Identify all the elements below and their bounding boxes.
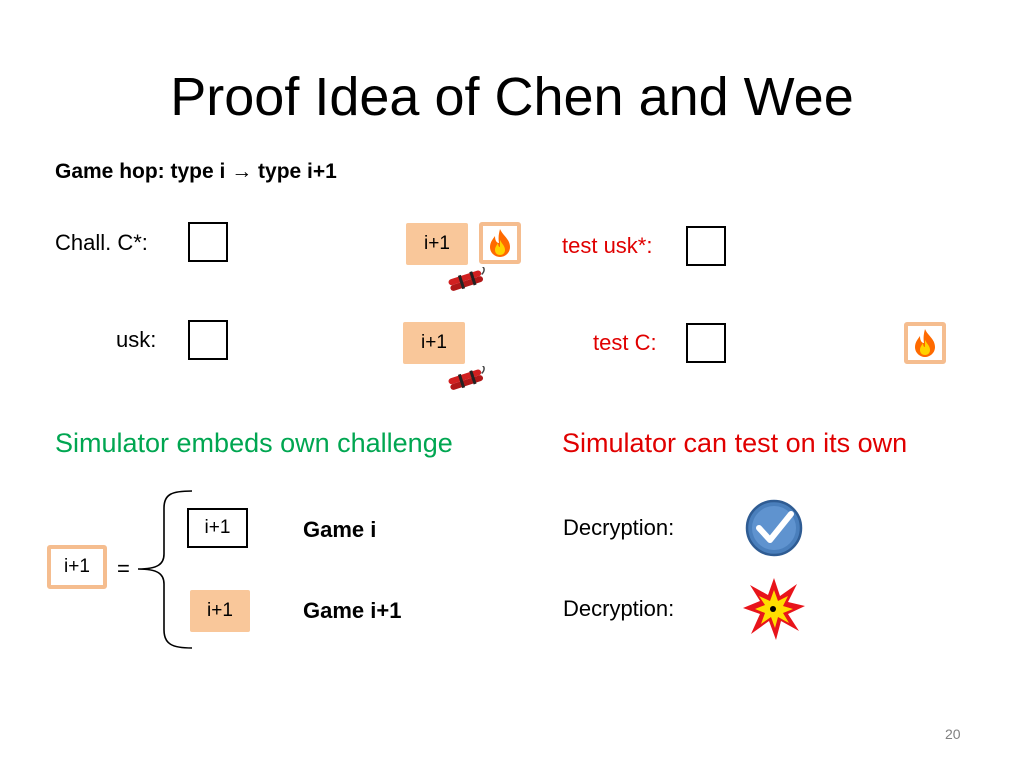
eq-sign: =: [117, 556, 130, 581]
game-i-tag: i+1: [187, 508, 248, 548]
usk-empty-box: [188, 320, 228, 360]
slide-title: Proof Idea of Chen and Wee: [170, 67, 854, 127]
page-number: 20: [945, 726, 961, 742]
curly-brace: [137, 490, 193, 649]
left-section-heading: Simulator embeds own challenge: [55, 428, 453, 458]
dynamite-icon: [448, 267, 485, 291]
right-section-heading: Simulator can test on its own: [562, 428, 908, 458]
test-c-label: test C:: [593, 330, 657, 355]
fire-icon: [490, 229, 510, 257]
fire-frame-1: [479, 222, 521, 264]
test-usk-label: test usk*:: [562, 233, 653, 258]
chall-tag: i+1: [406, 223, 468, 265]
game-i-label: Game i: [303, 517, 377, 542]
fire-icon: [915, 329, 935, 357]
test-usk-empty-box: [686, 226, 726, 266]
game-i1-label: Game i+1: [303, 598, 402, 623]
chall-label: Chall. C*:: [55, 230, 148, 255]
slide-subtitle: Game hop: type i → type i+1: [55, 160, 337, 183]
game-i1-tag: i+1: [190, 590, 250, 632]
usk-label: usk:: [116, 327, 157, 352]
explosion-icon: [743, 578, 805, 640]
decryption-label-2: Decryption:: [563, 596, 675, 621]
decryption-label-1: Decryption:: [563, 515, 675, 540]
dynamite-icon: [448, 366, 485, 390]
check-icon: [745, 499, 803, 557]
chall-empty-box: [188, 222, 228, 262]
eq-tag: i+1: [47, 545, 107, 589]
test-c-empty-box: [686, 323, 726, 363]
fire-frame-2: [904, 322, 946, 364]
usk-tag: i+1: [403, 322, 465, 364]
